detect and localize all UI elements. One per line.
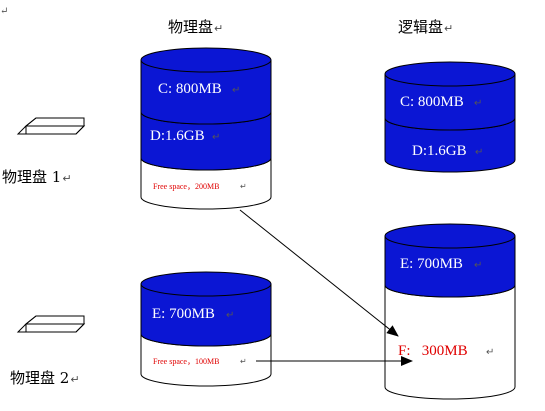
paragraph-mark: ↵: [232, 85, 240, 96]
arrow-free-200-to-f: [239, 209, 399, 337]
paragraph-mark: ↵: [212, 132, 220, 143]
paragraph-mark: ↵: [214, 22, 224, 35]
logical-disk-1-cylinder: [384, 61, 516, 173]
paragraph-mark: ↵: [70, 373, 80, 386]
physical-1-d-label: D:1.6GB: [150, 128, 205, 144]
logical-2-f-label: F: 300MB: [398, 343, 468, 359]
logical-1-d-label: D:1.6GB: [412, 143, 467, 159]
paragraph-mark: ↵: [62, 172, 72, 185]
paragraph-mark: ↵: [474, 98, 482, 109]
physical-disk-2-cylinder: [140, 271, 272, 387]
logical-disk-2-cylinder: [384, 223, 516, 400]
logical-1-c-label: C: 800MB: [400, 94, 464, 110]
physical-2-e-label: E: 700MB: [152, 306, 215, 322]
physical-disk-1-label: 物理盘 1↵: [2, 166, 72, 187]
physical-disk-2-label-text: 物理盘 2: [10, 369, 70, 387]
hard-disk-1-icon: [16, 117, 86, 135]
paragraph-mark: ↵: [474, 260, 482, 271]
paragraph-mark-top: ↵: [0, 6, 9, 17]
physical-2-free-space-label: Free space，100MB: [153, 357, 219, 366]
physical-disk-1-label-text: 物理盘 1: [2, 168, 62, 186]
paragraph-mark: ↵: [486, 347, 494, 358]
logical-2-e-label: E: 700MB: [400, 256, 463, 272]
physical-disk-header: 物理盘↵: [168, 16, 223, 37]
physical-disk-1-cylinder: [140, 47, 272, 210]
logical-disk-header: 逻辑盘↵: [398, 16, 453, 37]
logical-disk-header-text: 逻辑盘: [398, 18, 444, 36]
paragraph-mark: ↵: [475, 147, 483, 158]
physical-1-free-space-label: Free space，200MB: [153, 182, 219, 191]
hard-disk-2-icon: [16, 315, 86, 333]
physical-disk-2-label: 物理盘 2↵: [10, 367, 80, 388]
paragraph-mark: ↵: [240, 357, 247, 366]
physical-1-c-label: C: 800MB: [158, 81, 222, 97]
paragraph-mark: ↵: [226, 310, 234, 321]
paragraph-mark: ↵: [240, 182, 247, 191]
paragraph-mark: ↵: [444, 22, 454, 35]
physical-disk-header-text: 物理盘: [168, 18, 214, 36]
